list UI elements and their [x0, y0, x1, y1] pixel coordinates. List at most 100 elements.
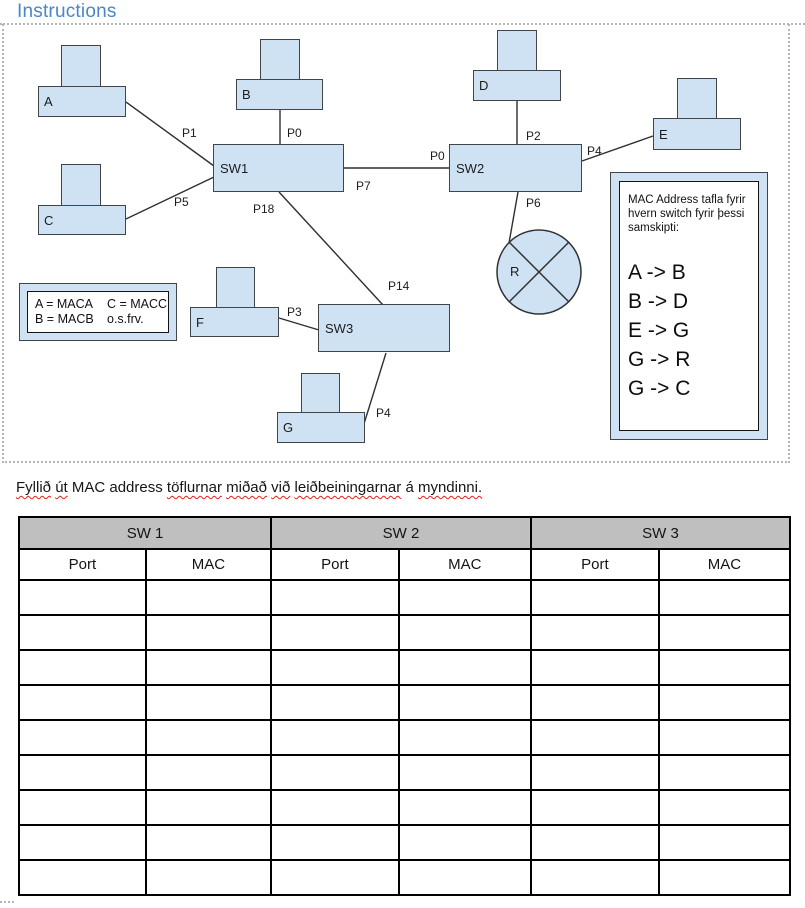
table-cell-empty[interactable] [18, 789, 147, 826]
table-cell-empty[interactable] [270, 579, 400, 616]
table-cell-empty[interactable] [270, 649, 400, 686]
computer-f-monitor-icon [216, 267, 255, 308]
table-header-sw3: SW 3 [529, 516, 792, 550]
table-cell-empty[interactable] [270, 789, 400, 826]
link-sw1-sw3 [278, 191, 384, 306]
port-label-p0-sw1: P0 [287, 126, 302, 140]
table-cell-empty[interactable] [657, 649, 792, 686]
table-cell-empty[interactable] [18, 824, 147, 861]
table-cell-empty[interactable] [529, 789, 660, 826]
table-cell-empty[interactable] [529, 579, 660, 616]
sentence-word: út [55, 479, 68, 496]
table-cell-empty[interactable] [144, 789, 273, 826]
table-row [18, 614, 792, 651]
table-cell-empty[interactable] [18, 684, 147, 721]
table-cell-empty[interactable] [529, 614, 660, 651]
computer-d-base: D [473, 70, 561, 101]
table-row [18, 579, 792, 616]
port-label-p4-sw3: P4 [376, 406, 391, 420]
table-cell-empty[interactable] [397, 754, 532, 791]
table-cell-empty[interactable] [529, 754, 660, 791]
column-header-port: Port [18, 548, 147, 581]
instruction-sentence: Fyllið út MAC address töflurnar miðað vi… [16, 479, 482, 496]
port-label-p1-sw1: P1 [182, 126, 197, 140]
table-cell-empty[interactable] [397, 684, 532, 721]
computer-e: E [653, 78, 742, 150]
table-cell-empty[interactable] [657, 684, 792, 721]
table-cell-empty[interactable] [397, 579, 532, 616]
table-cell-empty[interactable] [270, 684, 400, 721]
sentence-word: miðað [226, 479, 267, 496]
table-cell-empty[interactable] [270, 859, 400, 896]
table-cell-empty[interactable] [529, 824, 660, 861]
connection-lines-layer [125, 101, 654, 428]
computer-b: B [236, 39, 324, 110]
table-cell-empty[interactable] [144, 649, 273, 686]
column-header-mac: MAC [144, 548, 273, 581]
communication-item: G -> C [628, 377, 691, 400]
port-label-p3-sw3: P3 [287, 305, 302, 319]
table-cell-empty[interactable] [18, 579, 147, 616]
table-cell-empty[interactable] [397, 719, 532, 756]
table-cell-empty[interactable] [18, 859, 147, 896]
table-cell-empty[interactable] [657, 754, 792, 791]
table-cell-empty[interactable] [397, 824, 532, 861]
computer-f-base: F [190, 307, 279, 337]
table-cell-empty[interactable] [529, 684, 660, 721]
communications-box: MAC Address tafla fyrir hvern switch fyr… [610, 172, 768, 440]
table-column-header-row: Port MAC Port MAC Port MAC [18, 548, 792, 581]
table-cell-empty[interactable] [144, 684, 273, 721]
table-cell-empty[interactable] [657, 579, 792, 616]
switch-sw3: SW3 [318, 304, 450, 352]
computer-c-label: C [44, 212, 54, 228]
table-cell-empty[interactable] [270, 719, 400, 756]
table-cell-empty[interactable] [270, 824, 400, 861]
column-header-mac: MAC [397, 548, 532, 581]
table-cell-empty[interactable] [529, 719, 660, 756]
table-cell-empty[interactable] [144, 859, 273, 896]
column-header-mac: MAC [657, 548, 792, 581]
computer-d-label: D [479, 78, 489, 93]
table-cell-empty[interactable] [144, 719, 273, 756]
table-cell-empty[interactable] [18, 614, 147, 651]
table-cell-empty[interactable] [397, 859, 532, 896]
table-group-header-row: SW 1 SW 2 SW 3 [17, 516, 792, 550]
column-header-port: Port [529, 548, 660, 581]
table-cell-empty[interactable] [18, 719, 147, 756]
table-cell-empty[interactable] [397, 649, 532, 686]
link-sw2-router [508, 191, 519, 244]
table-cell-empty[interactable] [657, 859, 792, 896]
port-label-p4-sw2: P4 [587, 144, 602, 158]
table-cell-empty[interactable] [657, 789, 792, 826]
table-cell-empty[interactable] [144, 614, 273, 651]
computer-g: G [277, 373, 365, 443]
table-cell-empty[interactable] [18, 649, 147, 686]
computer-e-label: E [659, 126, 668, 142]
table-cell-empty[interactable] [397, 614, 532, 651]
table-cell-empty[interactable] [270, 754, 400, 791]
communication-item: B -> D [628, 290, 689, 313]
sentence-word: á [405, 479, 414, 496]
table-cell-empty[interactable] [657, 824, 792, 861]
network-diagram: A B C D E F G SW1 [19, 30, 768, 443]
table-cell-empty[interactable] [657, 614, 792, 651]
frame-border-top [0, 23, 805, 25]
table-cell-empty[interactable] [144, 579, 273, 616]
table-cell-empty[interactable] [144, 824, 273, 861]
link-sw3-g [362, 352, 387, 428]
table-cell-empty[interactable] [270, 614, 400, 651]
page-title: Instructions [17, 1, 117, 22]
port-label-p7-sw1: P7 [356, 179, 371, 193]
table-cell-empty[interactable] [144, 754, 273, 791]
legend-entry-b: B = MACB [35, 312, 94, 326]
table-cell-empty[interactable] [18, 754, 147, 791]
legend-entry-a: A = MACA [35, 297, 94, 311]
table-cell-empty[interactable] [529, 649, 660, 686]
table-cell-empty[interactable] [657, 719, 792, 756]
frame-border-bottom [2, 461, 790, 463]
computer-a-label: A [44, 94, 53, 109]
communication-item: E -> G [628, 319, 690, 342]
table-cell-empty[interactable] [529, 859, 660, 896]
computer-a-base: A [38, 86, 126, 117]
table-cell-empty[interactable] [397, 789, 532, 826]
